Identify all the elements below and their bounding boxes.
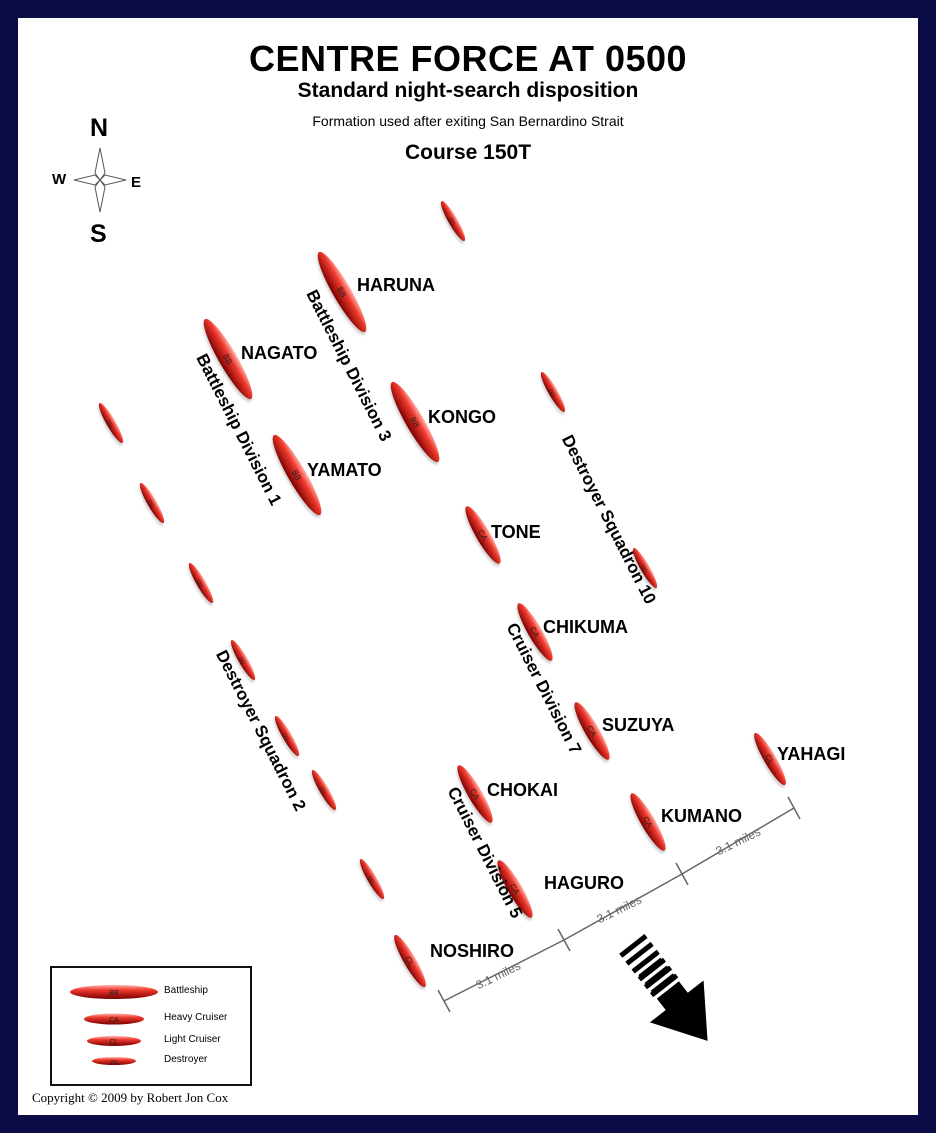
distance-label-3: 3.1 miles — [714, 825, 763, 859]
compass-east-label: E — [131, 174, 142, 191]
ship-marker-dd-8: DD — [230, 639, 256, 683]
distance-label-2: 3.1 miles — [595, 893, 644, 927]
ship-marker-tone: CA — [464, 506, 501, 567]
group-label-desron2: Destroyer Squadron 2 — [212, 647, 310, 814]
legend-marker-bb: BB — [70, 985, 158, 999]
legend-marker-ca: CA — [84, 1013, 144, 1025]
compass-rose-icon — [73, 147, 127, 213]
ship-type-tag: DD — [146, 499, 155, 509]
ship-label-tone: TONE — [491, 522, 541, 542]
legend-markers: BB CA CL DD — [70, 985, 158, 1066]
ship-label-kongo: KONGO — [428, 407, 496, 427]
formation-diagram: 3.1 miles 3.1 miles 3.1 miles DDBBBBBBBB… — [73, 147, 845, 1041]
svg-text:DD: DD — [110, 1060, 118, 1066]
ship-type-tag: DD — [447, 217, 456, 227]
distance-scale — [437, 796, 801, 1013]
distance-label-1: 3.1 miles — [474, 959, 523, 993]
ship-type-tag: DD — [639, 564, 648, 574]
ship-label-haguro: HAGURO — [544, 873, 624, 893]
compass-south-label: S — [90, 220, 107, 248]
ship-label-chokai: CHOKAI — [487, 780, 558, 800]
svg-text:CL: CL — [110, 1039, 119, 1046]
diagram-title: CENTRE FORCE AT 0500 — [248, 38, 688, 79]
ship-label-noshiro: NOSHIRO — [430, 941, 514, 961]
ship-type-tag: DD — [195, 579, 204, 589]
ship-marker-suzuya: CA — [573, 702, 610, 763]
ship-type-tag: DD — [105, 419, 114, 429]
svg-text:CA: CA — [109, 1017, 119, 1024]
ship-marker-dd-19: DD — [359, 858, 385, 902]
ship-type-tag: DD — [281, 732, 290, 742]
ship-label-chikuma: CHIKUMA — [543, 617, 628, 637]
ship-label-yamato: YAMATO — [307, 460, 382, 480]
ship-type-tag: DD — [318, 786, 327, 796]
course-arrow-icon — [619, 934, 708, 1041]
ship-marker-yamato: BB — [271, 434, 322, 518]
ship-marker-dd-7: DD — [188, 562, 214, 606]
ship-type-tag: DD — [237, 656, 246, 666]
ship-marker-dd-5: DD — [98, 402, 124, 446]
ship-label-haruna: HARUNA — [357, 275, 435, 295]
ship-marker-dd-6: DD — [139, 482, 165, 526]
legend-label-light-cruiser: Light Cruiser — [164, 1034, 221, 1045]
diagram-note: Formation used after exiting San Bernard… — [312, 113, 624, 129]
ship-marker-nagato: BB — [202, 318, 253, 402]
ship-marker-chokai: CA — [456, 765, 493, 826]
copyright-notice: Copyright © 2009 by Robert Jon Cox — [32, 1090, 229, 1105]
ship-label-nagato: NAGATO — [241, 343, 317, 363]
course-heading: Course 150T — [404, 141, 532, 164]
ship-marker-noshiro: CL — [393, 934, 426, 990]
compass-west-label: W — [52, 171, 67, 188]
legend: BB CA CL DD Battleship Heavy Cruiser Light … — [50, 966, 252, 1086]
legend-marker-dd: DD — [92, 1057, 136, 1066]
legend-label-battleship: Battleship — [164, 985, 208, 996]
legend-label-destroyer: Destroyer — [164, 1054, 208, 1065]
ship-marker-dd-12: DD — [632, 547, 658, 591]
ship-marker-haguro: CA — [496, 860, 533, 921]
ship-marker-dd-14: DD — [274, 715, 300, 759]
ship-marker-dd-0: DD — [440, 200, 466, 244]
legend-marker-cl: CL — [87, 1036, 141, 1046]
diagram-subtitle: Standard night-search disposition — [297, 79, 639, 102]
ship-markers: DDBBBBBBBBDDDDDDDDCADDCADDCADDCLCADDCADD… — [98, 200, 786, 990]
ship-marker-haruna: BB — [316, 251, 367, 335]
compass-north-label: N — [90, 114, 109, 142]
ship-marker-kongo: BB — [389, 381, 440, 465]
ship-marker-chikuma: CA — [516, 603, 553, 664]
ship-marker-yahagi: CL — [753, 732, 786, 788]
ship-label-yahagi: YAHAGI — [777, 744, 845, 764]
ship-label-suzuya: SUZUYA — [602, 715, 674, 735]
ship-marker-dd-10: DD — [540, 371, 566, 415]
ship-label-kumano: KUMANO — [661, 806, 742, 826]
ship-marker-dd-17: DD — [311, 769, 337, 813]
ship-marker-kumano: CA — [629, 793, 666, 854]
legend-label-heavy-cruiser: Heavy Cruiser — [164, 1012, 228, 1023]
ship-type-tag: DD — [366, 875, 375, 885]
group-label-desron10: Destroyer Squadron 10 — [558, 432, 660, 607]
svg-text:BB: BB — [109, 990, 119, 997]
ship-type-tag: DD — [547, 388, 556, 398]
